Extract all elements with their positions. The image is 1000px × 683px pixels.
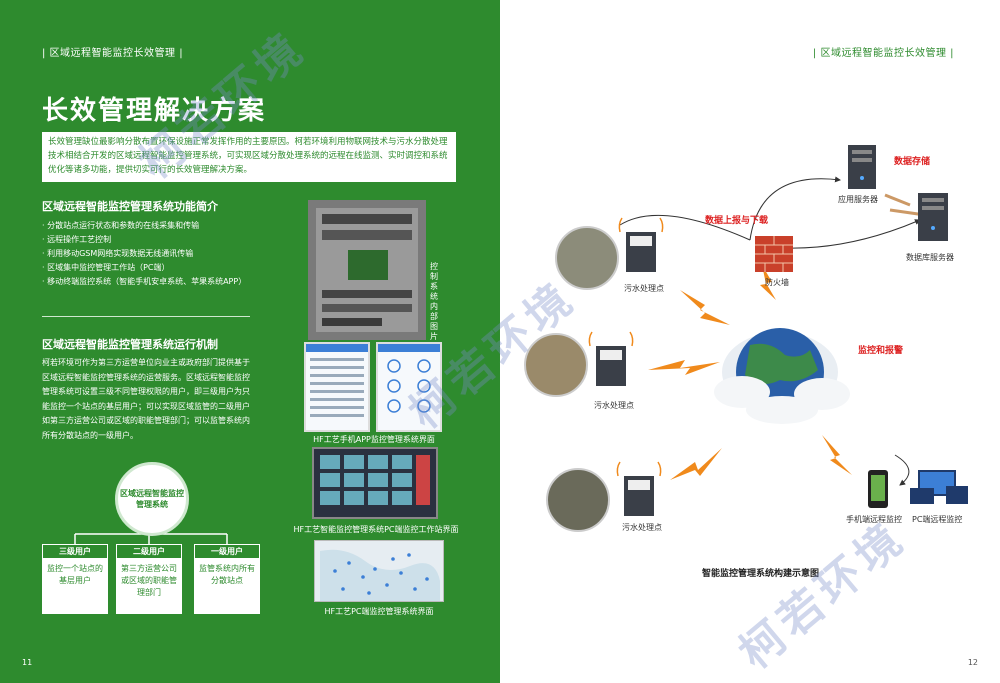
pc-workstation-screenshot: [312, 447, 438, 519]
app-screenshot-1: [304, 342, 370, 432]
functions-list: · 分散站点运行状态和参数的在线采集和传输 · 远程操作工艺控制 · 利用移动G…: [42, 219, 246, 289]
app-caption: HF工艺手机APP监控管理系统界面: [313, 435, 435, 444]
pc-label: PC端远程监控: [912, 515, 963, 524]
user-level-2-head: 二级用户: [116, 544, 182, 559]
site-device-icon: [618, 217, 664, 272]
user-level-2-body: 第三方运营公司或区域的职能管理部门: [121, 564, 177, 597]
data-upload-label: 数据上报与下载: [705, 216, 769, 226]
monitor-alarm-label: 监控和报警: [858, 346, 904, 356]
user-level-1-body: 监管系统内所有分散站点: [199, 564, 255, 585]
page-number-left: 11: [22, 658, 33, 667]
app-server-label: 应用服务器: [838, 195, 878, 204]
db-server-icon: [918, 193, 948, 241]
divider: [42, 316, 250, 317]
site-1-photo: [556, 227, 618, 289]
user-level-2-box: 二级用户 第三方运营公司或区域的职能管理部门: [116, 544, 182, 614]
control-cabinet-photo: [308, 200, 426, 340]
site-3-photo: [547, 469, 609, 531]
user-level-1-head: 一级用户: [194, 544, 260, 559]
diagram-title: 智能监控管理系统构建示意图: [702, 569, 820, 579]
app-screenshot-2: [376, 342, 442, 432]
header-right: | 区域远程智能监控长效管理 |: [812, 48, 954, 59]
site-2-photo: [525, 334, 587, 396]
user-level-3-box: 三级用户 监控一个站点的基层用户: [42, 544, 108, 614]
pc-caption: HF工艺智能监控管理系统PC端监控工作站界面: [293, 525, 459, 534]
intro-box: 长效管理缺位最影响分散布置环保设施正常发挥作用的主要原因。柯若环境利用物联网技术…: [42, 132, 456, 182]
left-page: | 区域远程智能监控长效管理 | 长效管理解决方案 长效管理缺位最影响分散布置环…: [0, 0, 500, 683]
map-caption: HF工艺PC端监控管理系统界面: [324, 607, 434, 616]
db-server-label: 数据库服务器: [906, 253, 954, 262]
user-level-3-body: 监控一个站点的基层用户: [47, 564, 103, 585]
site-3-label: 污水处理点: [622, 523, 662, 532]
user-level-1-box: 一级用户 监管系统内所有分散站点: [194, 544, 260, 614]
site-1-label: 污水处理点: [624, 284, 664, 293]
cabinet-caption: 控制系统内部图片: [430, 262, 438, 341]
mechanism-title: 区域远程智能监控管理系统运行机制: [42, 338, 218, 351]
app-server-icon: [848, 145, 876, 189]
pc-devices-icon: [910, 470, 968, 504]
org-center-node: 区域远程智能监控管理系统: [115, 462, 189, 536]
mobile-label: 手机端远程监控: [846, 515, 902, 524]
map-screenshot: [314, 540, 444, 602]
data-storage-label: 数据存储: [894, 157, 931, 167]
list-item: · 利用移动GSM网络实现数据无线通讯传输: [42, 249, 194, 258]
globe-cloud-icon: [714, 328, 850, 424]
user-level-3-head: 三级用户: [42, 544, 108, 559]
list-item: · 移动终端监控系统（智能手机安卓系统、苹果系统APP）: [42, 277, 247, 286]
page-number-right: 12: [967, 658, 978, 667]
site-device-icon: [588, 331, 634, 386]
network-diagram: [524, 145, 968, 532]
page-title: 长效管理解决方案: [42, 96, 267, 126]
list-item: · 分散站点运行状态和参数的在线采集和传输: [42, 221, 200, 230]
mobile-phone-icon: [868, 470, 888, 508]
header-left: | 区域远程智能监控长效管理 |: [42, 48, 184, 59]
site-device-icon: [616, 461, 662, 516]
list-item: · 远程操作工艺控制: [42, 235, 112, 244]
firewall-icon: [755, 236, 793, 272]
list-item: · 区域集中监控管理工作站（PC端）: [42, 263, 170, 272]
site-2-label: 污水处理点: [594, 401, 634, 410]
functions-title: 区域远程智能监控管理系统功能简介: [42, 200, 218, 213]
mechanism-text: 柯若环境可作为第三方运营单位向业主或政府部门提供基于区域远程智能监控管理系统的运…: [42, 358, 250, 440]
firewall-label: 防火墙: [765, 278, 789, 287]
